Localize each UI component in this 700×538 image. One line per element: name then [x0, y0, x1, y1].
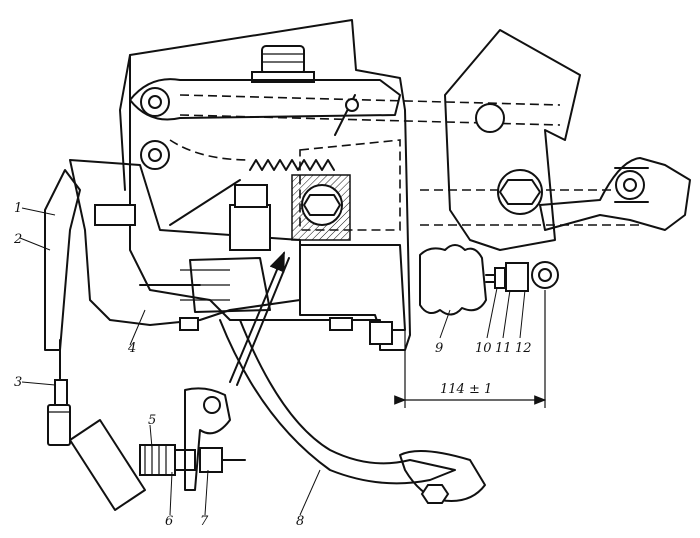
detail-arrow: [229, 251, 285, 383]
callout-7: 7: [200, 514, 209, 529]
clevis-eye: [531, 261, 559, 289]
upper-lever: [129, 78, 401, 121]
switch-connector-b: [47, 404, 71, 446]
switch-connector-a: [54, 379, 68, 406]
reservoir-cap: [261, 45, 305, 75]
cylinder-port-right: [229, 204, 271, 251]
lower-pivot-bolt: [140, 140, 170, 170]
switch-plunger: [199, 447, 223, 473]
callout-3: 3: [14, 375, 22, 390]
callout-5: 5: [148, 413, 156, 428]
inset-pedal-arm: [184, 387, 231, 491]
callout-4: 4: [127, 341, 136, 356]
pad-bolt: [420, 484, 450, 504]
rubber-boot: [419, 244, 487, 316]
pushrod-housing: [189, 257, 271, 313]
callout-11: 11: [495, 341, 512, 356]
reservoir-neck: [251, 71, 315, 83]
dimension-label: 114 ± 1: [440, 382, 492, 397]
master-cylinder-body: [69, 159, 301, 326]
upper-pivot-bolt: [140, 87, 170, 117]
callout-9: 9: [435, 341, 443, 356]
return-spring: [249, 159, 335, 171]
port-cap: [234, 184, 268, 208]
inset-bracket: [69, 419, 146, 511]
callout-8: 8: [296, 514, 304, 529]
mounting-bracket: [129, 19, 411, 351]
hidden-linkage-outline: [169, 94, 561, 231]
right-center-bolt: [497, 169, 543, 215]
bracket-flange: [119, 54, 131, 191]
callout-10: 10: [475, 341, 492, 356]
pedal-arm: [219, 319, 456, 485]
adjust-nut: [505, 262, 529, 292]
locknut: [494, 267, 506, 289]
callout-1: 1: [14, 201, 22, 216]
switch-body: [139, 444, 176, 476]
callout-12: 12: [515, 341, 532, 356]
callout-6: 6: [165, 514, 173, 529]
booster-nut: [301, 184, 343, 226]
callout-2: 2: [13, 232, 22, 247]
left-support-plate: [44, 169, 81, 351]
right-mounting-plate: [444, 29, 581, 251]
pedal-pad: [399, 450, 486, 502]
cylinder-port-left: [94, 204, 136, 226]
spring-rod: [169, 179, 241, 226]
fork-pin: [615, 170, 645, 200]
right-upper-bolt: [475, 103, 505, 133]
pedal-fork: [539, 157, 691, 231]
